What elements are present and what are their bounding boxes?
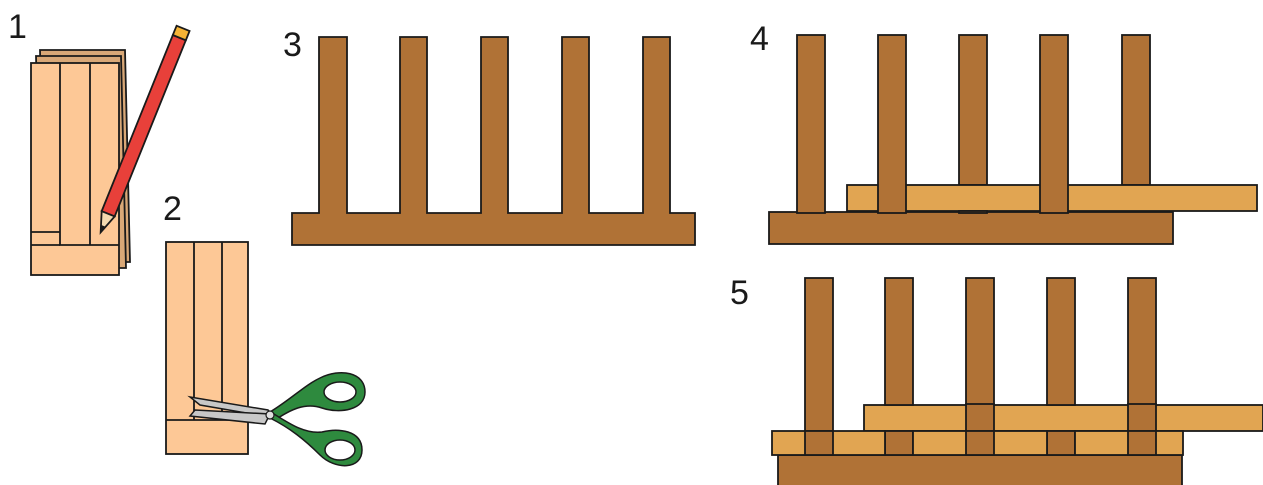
comb-tooth-3 <box>959 35 987 185</box>
step-5-number: 5 <box>730 274 749 312</box>
step-4: 4 <box>750 20 1257 244</box>
step-4-number: 4 <box>750 20 769 58</box>
comb-base <box>778 455 1182 485</box>
comb-tooth-4-lower <box>1047 431 1075 455</box>
comb-tooth-4 <box>1047 278 1075 405</box>
step-5: 5 <box>730 274 1263 485</box>
comb-tooth-1-over <box>805 431 833 455</box>
comb-tooth-5-over-lower <box>1128 431 1156 455</box>
step-1: 1 <box>8 8 190 275</box>
paper-sheet-front <box>31 63 119 275</box>
step-3: 3 <box>283 26 695 245</box>
comb-tooth-5-over <box>1128 404 1156 432</box>
comb-tooth-3-over <box>966 404 994 432</box>
step-3-number: 3 <box>283 26 302 64</box>
folded-paper-stack <box>31 50 130 275</box>
comb-tooth-2-lower <box>885 431 913 455</box>
comb-tooth-3-lower <box>959 211 987 213</box>
comb-tooth-2 <box>885 278 913 405</box>
comb-tooth-3-over-lower <box>966 431 994 455</box>
step-2-number: 2 <box>163 190 182 228</box>
comb-tooth-4 <box>1040 35 1068 213</box>
cut-paper <box>166 242 248 454</box>
comb-tooth-1 <box>797 35 825 213</box>
weave-strip-2 <box>864 405 1263 431</box>
comb-base <box>769 212 1173 244</box>
scissors-handle-bottom <box>270 414 362 466</box>
comb-tooth-2 <box>878 35 906 213</box>
comb-shape <box>292 37 695 245</box>
comb-tooth-1 <box>805 278 833 453</box>
step-1-number: 1 <box>8 8 27 46</box>
comb-tooth-5 <box>1122 35 1150 185</box>
paper-cut-sheet <box>166 242 248 454</box>
scissors-handle-top <box>270 373 365 420</box>
scissors-pivot <box>266 411 274 419</box>
